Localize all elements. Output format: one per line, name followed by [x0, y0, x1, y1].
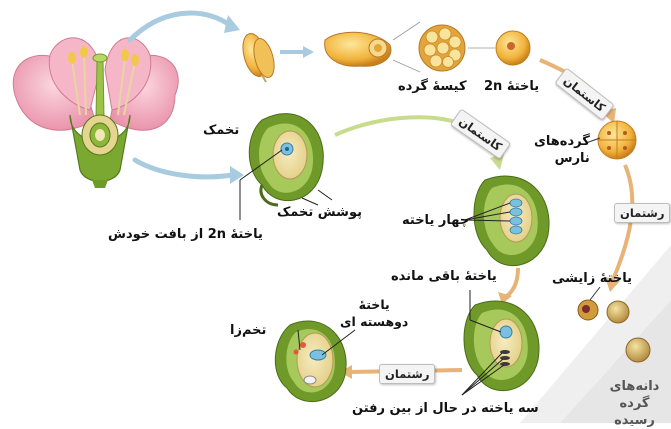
- flower-cross-section-image: [13, 38, 178, 188]
- cell-2n-image: [496, 31, 530, 65]
- label-immature-pollen: گرده‌های نارس: [534, 133, 590, 167]
- immature-pollen-image: [598, 121, 636, 159]
- ovule-egg-image: [275, 321, 346, 402]
- arrow-flower-to-anther: [130, 13, 230, 40]
- label-pollen-sac: کیسهٔ گرده: [398, 78, 467, 95]
- generative-cell-image: [578, 300, 598, 320]
- pollen-sac-image: [325, 32, 391, 66]
- label-four-cells: چهار یاخته: [402, 212, 469, 229]
- ovule-remaining-cell-image: [464, 301, 539, 391]
- label-ovule: تخمک: [203, 122, 239, 139]
- label-cell-2n-own-tissue: یاختهٔ 2n از بافت خودش: [108, 226, 263, 243]
- label-egg-cell: تخم‌زا: [230, 322, 266, 339]
- pollen-sac-section-image: [419, 25, 465, 71]
- tag-mitosis-bottom: رشتمان: [379, 364, 435, 384]
- label-binucleate-cell: یاختهٔ دوهسته ای: [340, 296, 408, 330]
- tag-mitosis-right: رشتمان: [614, 203, 670, 223]
- label-cell-2n-top: یاختهٔ 2n: [484, 78, 539, 95]
- label-ovule-coat: پوشش تخمک: [277, 204, 362, 221]
- anther-image: [239, 31, 278, 82]
- label-generative-cell: یاختهٔ زایشی: [552, 270, 632, 287]
- label-dying-cells: سه یاخته در حال از بین رفتن: [352, 400, 539, 417]
- label-remaining-cell: یاختهٔ باقی مانده: [391, 268, 497, 285]
- arrow-flower-to-ovule: [135, 160, 232, 177]
- label-mature-pollen: دانه‌های گرده رسیده: [598, 378, 671, 429]
- ovule-image: [249, 114, 323, 205]
- label-immature-pollen-text: گرده‌های نارس: [534, 133, 590, 167]
